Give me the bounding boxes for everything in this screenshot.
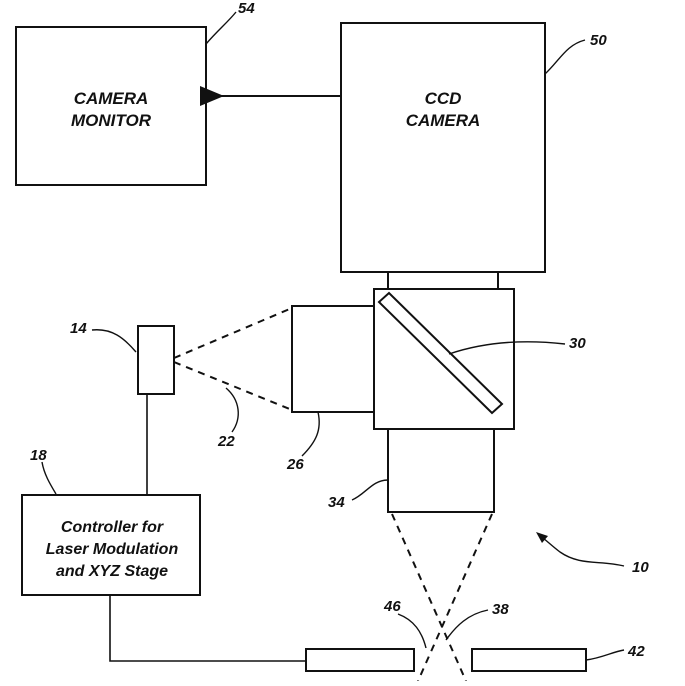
ref-26-leader <box>302 412 319 456</box>
controller-label-line3: and XYZ Stage <box>56 563 168 580</box>
stage-control-wire <box>110 595 306 661</box>
substrate-right <box>472 649 586 671</box>
ref-46-label: 46 <box>383 598 401 615</box>
ref-10-leader <box>538 534 624 566</box>
camera-monitor-block: CAMERA MONITOR 54 <box>16 0 255 185</box>
substrate-left <box>306 649 414 671</box>
ref-38-leader <box>446 610 488 640</box>
laser-source <box>138 326 174 394</box>
ref-14-leader <box>92 330 136 352</box>
ref-22-label: 22 <box>217 433 235 450</box>
controller-label-line1: Controller for <box>61 519 164 536</box>
ccd-camera-block: CCD CAMERA 50 <box>341 23 607 272</box>
ref-42-label: 42 <box>627 643 645 660</box>
ccd-camera-label-line1: CCD <box>425 89 462 108</box>
ref-26-label: 26 <box>286 456 304 473</box>
focused-beam <box>392 514 492 681</box>
beam-lower-edge <box>174 362 292 410</box>
ref-54-label: 54 <box>238 0 255 17</box>
ref-46-leader <box>398 614 426 648</box>
controller-label-line2: Laser Modulation <box>46 541 179 558</box>
beam-splitter-block: 30 <box>374 289 586 429</box>
ref-30-leader <box>449 342 565 354</box>
ref-34-leader <box>352 480 388 500</box>
ref-18-leader <box>42 462 56 494</box>
objective-block: 34 <box>328 429 494 512</box>
camera-monitor-label-line2: MONITOR <box>71 111 152 130</box>
ref-30-label: 30 <box>569 335 586 352</box>
lens-tube <box>292 306 374 412</box>
beam-splitter-mirror <box>379 293 502 413</box>
laser-beam: 22 <box>174 308 292 450</box>
ref-38-label: 38 <box>492 601 509 618</box>
beam-upper-edge <box>174 308 292 358</box>
camera-monitor-label-line1: CAMERA <box>74 89 149 108</box>
objective-lens <box>388 429 494 512</box>
ref-42-leader <box>586 650 624 660</box>
camera-coupler <box>388 272 498 289</box>
laser-block: 14 <box>70 320 174 394</box>
ref-18-label: 18 <box>30 447 47 464</box>
controller-block: Controller for Laser Modulation and XYZ … <box>22 447 200 595</box>
ccd-camera-box <box>341 23 545 272</box>
ref-10-label: 10 <box>632 559 649 576</box>
ref-34-label: 34 <box>328 494 345 511</box>
ccd-camera-label-line2: CAMERA <box>406 111 481 130</box>
ref-22-leader <box>226 388 238 432</box>
ref-50-label: 50 <box>590 32 607 49</box>
beam-splitter-housing <box>374 289 514 429</box>
ref-14-label: 14 <box>70 320 87 337</box>
lens-block: 26 <box>286 306 374 473</box>
ref-50-leader <box>545 40 585 74</box>
ref-54-leader <box>206 12 236 44</box>
